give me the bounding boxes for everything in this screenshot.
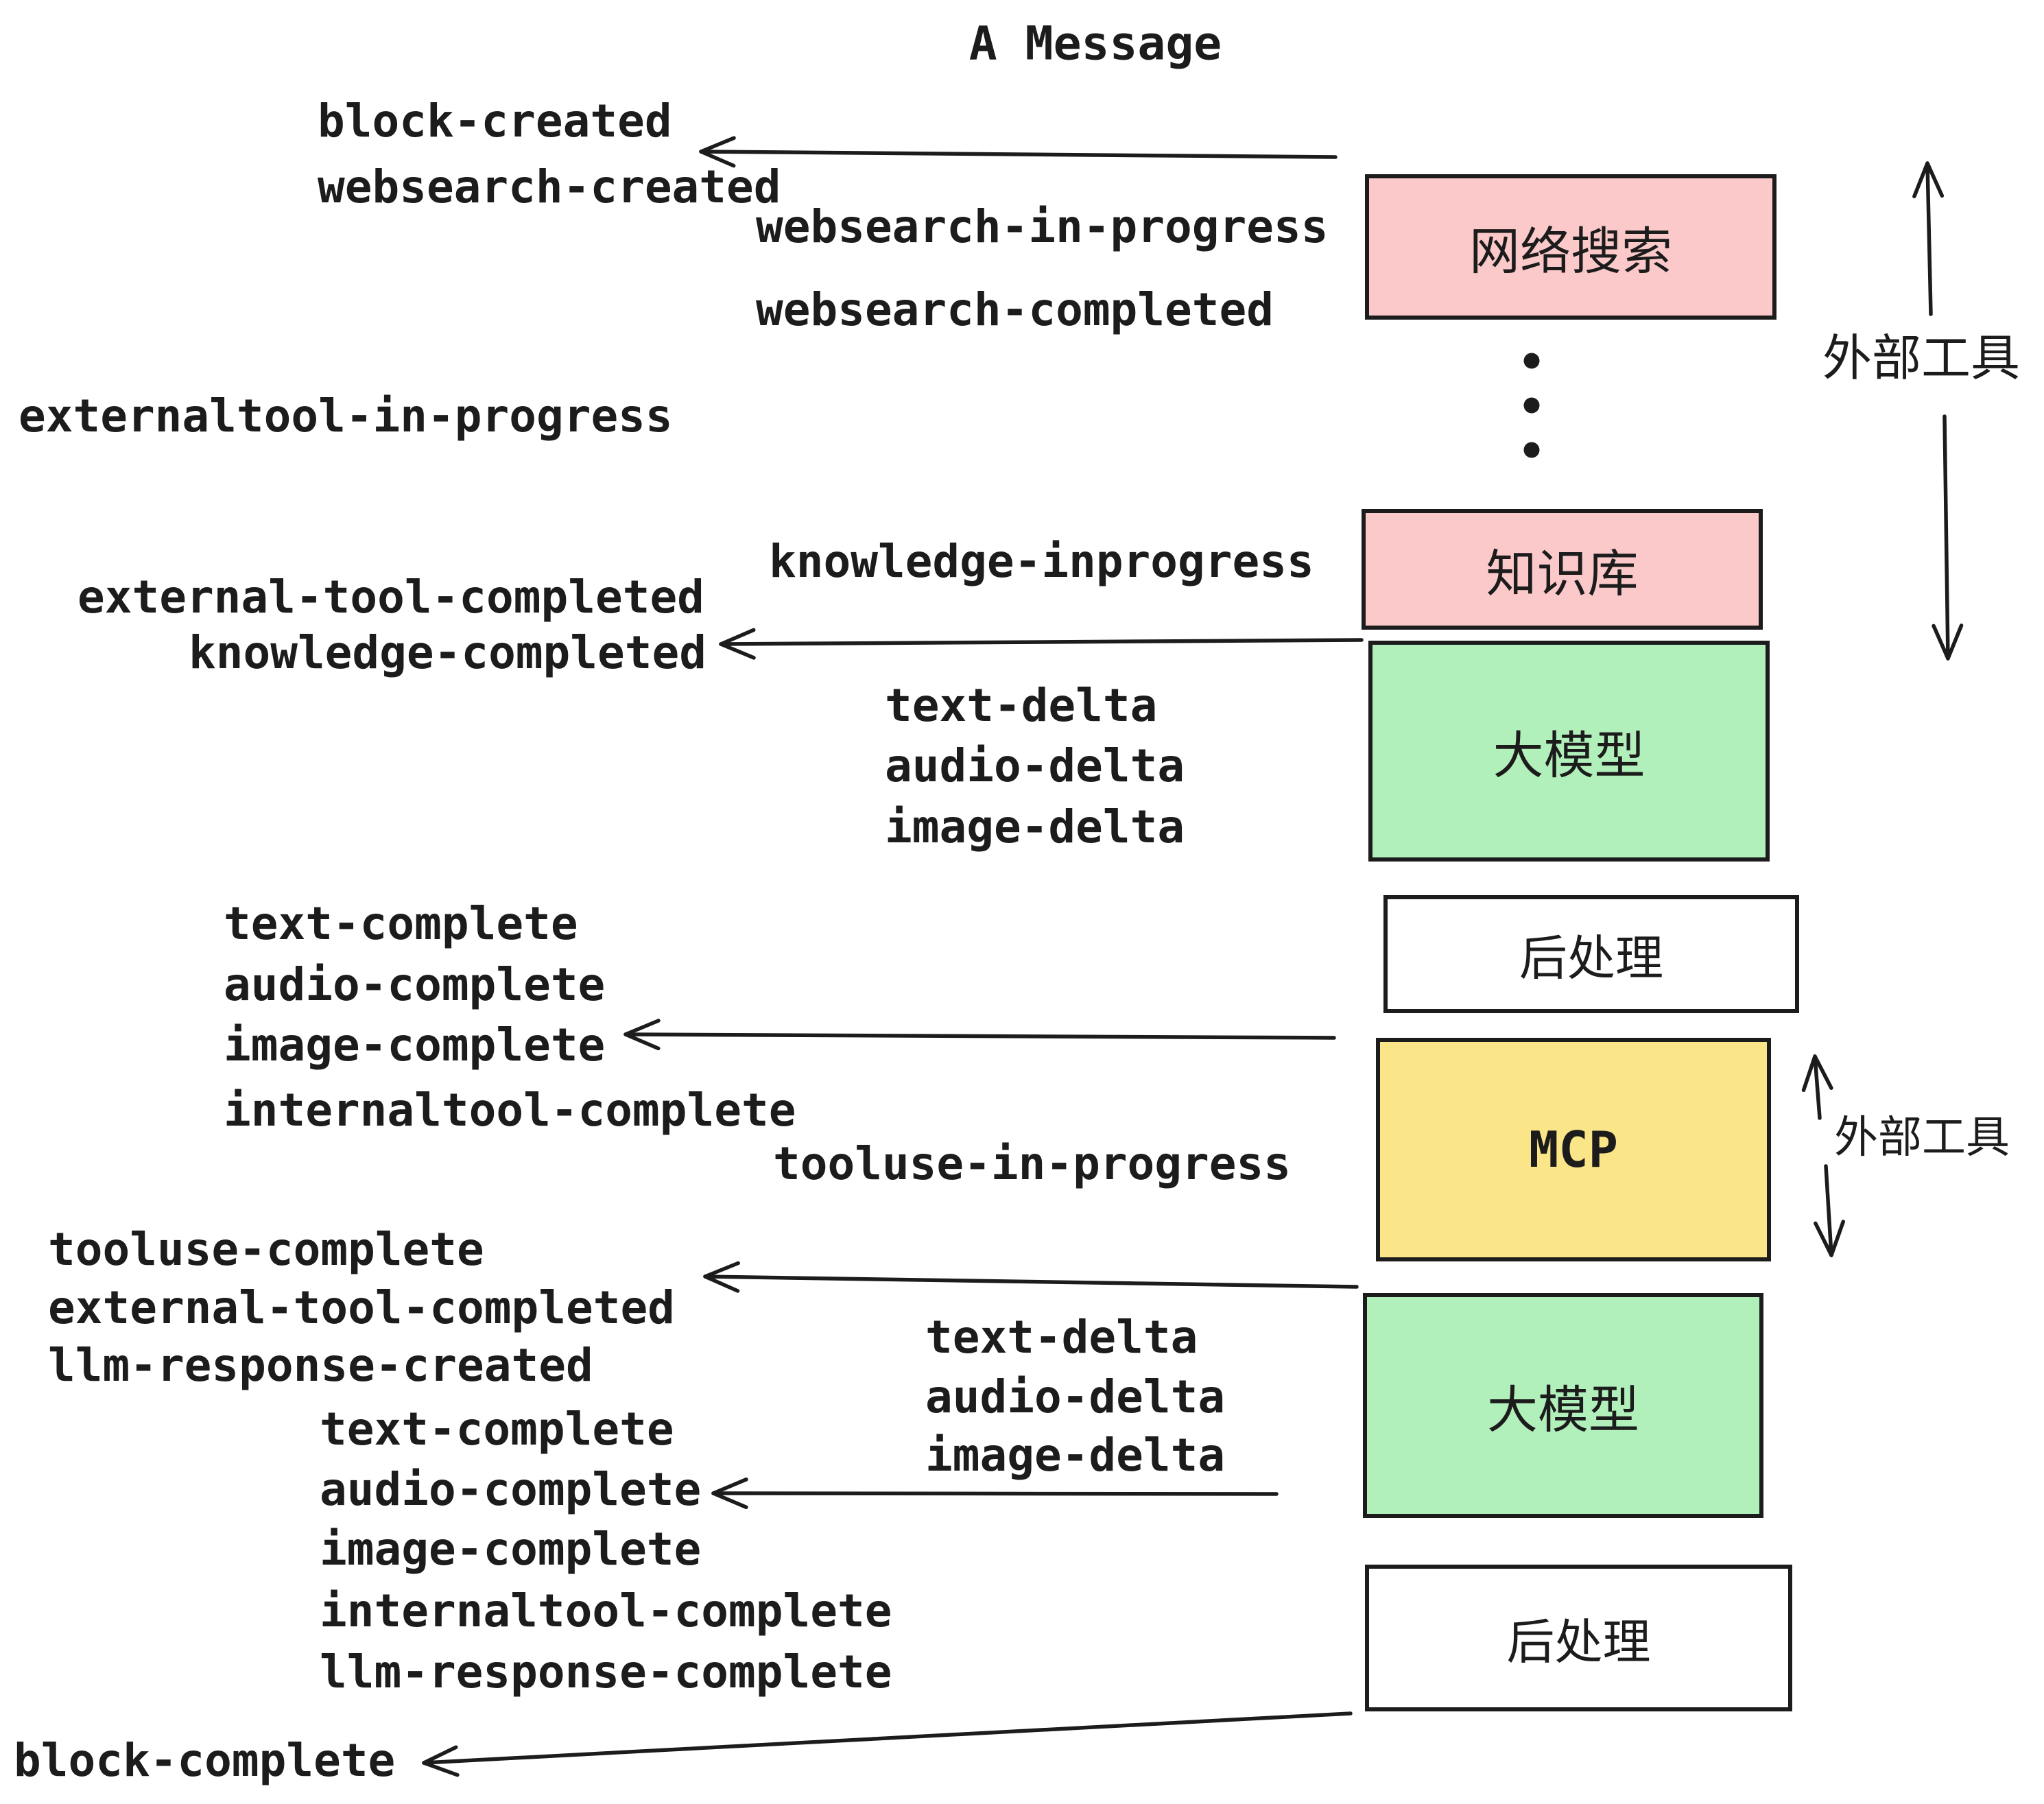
event-label-text-complete-1: text-complete [224, 897, 578, 950]
arrow-external-tools-2-down-shaft [1824, 1164, 1833, 1257]
arrow-knowledge-completed-head [719, 628, 756, 646]
event-label-audio-delta-1: audio-delta [885, 739, 1185, 792]
box-label-websearch: 网络搜索 [1469, 222, 1672, 281]
arrow-block-created-head [699, 136, 736, 154]
event-label-image-delta-1: image-delta [885, 800, 1185, 853]
event-label-audio-complete-2: audio-complete [320, 1463, 702, 1516]
arrow-image-complete-shaft [623, 1032, 1336, 1040]
arrow-external-tools-1-down-shaft [1942, 414, 1950, 661]
arrow-block-complete-head [422, 1745, 458, 1765]
box-mcp: MCP [1376, 1038, 1771, 1261]
arrow-block-created-shaft [699, 150, 1338, 159]
arrow-image-complete-head [623, 1019, 661, 1036]
box-postprocess-1: 后处理 [1383, 895, 1799, 1013]
side-label-external-tools-2: 外部工具 [1834, 1113, 2010, 1163]
event-label-image-complete-1: image-complete [224, 1019, 606, 1071]
box-label-llm-1: 大模型 [1493, 726, 1645, 785]
event-label-internaltool-complete-2: internaltool-complete [320, 1585, 892, 1637]
box-label-postprocess-2: 后处理 [1506, 1613, 1651, 1670]
arrow-external-tools-1-down-head [1932, 624, 1950, 661]
ellipsis-dot [1523, 353, 1540, 369]
arrow-external-tools-1-down-head [1946, 624, 1964, 661]
event-label-audio-complete-1: audio-complete [224, 958, 606, 1011]
arrow-external-tools-1-up-shaft [1925, 161, 1933, 316]
event-label-tooluse-in-progress: tooluse-in-progress [773, 1137, 1291, 1190]
event-label-audio-delta-2: audio-delta [925, 1370, 1226, 1423]
arrow-tooluse-complete-head [703, 1261, 740, 1279]
arrow-external-tools-2-up-shaft [1813, 1054, 1822, 1120]
arrow-block-complete-head [422, 1761, 460, 1777]
arrow-external-tools-1-up-head [1925, 161, 1945, 198]
side-label-external-tools-1: 外部工具 [1822, 329, 2021, 387]
event-label-llm-response-created: llm-response-created [48, 1339, 593, 1392]
event-label-llm-response-complete: llm-response-complete [320, 1646, 892, 1698]
event-label-externaltool-in-progress: externaltool-in-progress [19, 390, 673, 442]
box-label-knowledge: 知识库 [1486, 544, 1639, 604]
event-label-text-delta-2: text-delta [925, 1311, 1198, 1364]
box-llm-1: 大模型 [1368, 641, 1770, 862]
event-label-websearch-completed: websearch-completed [756, 283, 1274, 336]
arrow-knowledge-completed-shaft [719, 638, 1364, 646]
box-label-llm-2: 大模型 [1487, 1380, 1639, 1440]
event-label-external-tool-completed-1: external-tool-completed [78, 571, 704, 624]
event-label-internaltool-complete-1: internaltool-complete [224, 1084, 796, 1137]
event-label-image-complete-2: image-complete [320, 1523, 702, 1576]
page-title: A Message [968, 16, 1222, 71]
event-label-tooluse-complete: tooluse-complete [48, 1223, 484, 1276]
arrow-external-tools-2-up-head [1801, 1054, 1817, 1093]
box-websearch: 网络搜索 [1365, 174, 1776, 320]
event-label-block-complete: block-complete [14, 1734, 396, 1787]
arrow-tooluse-complete-head [703, 1274, 740, 1293]
event-label-knowledge-inprogress: knowledge-inprogress [769, 535, 1314, 588]
arrow-block-complete-shaft [422, 1711, 1353, 1765]
event-label-text-complete-2: text-complete [320, 1403, 674, 1456]
box-label-mcp: MCP [1528, 1121, 1619, 1178]
arrow-external-tools-1-up-head [1912, 161, 1929, 199]
ellipsis-dot [1523, 442, 1540, 458]
event-label-external-tool-completed-2: external-tool-completed [48, 1281, 675, 1334]
arrow-audio-complete-head [711, 1477, 748, 1495]
event-label-text-delta-1: text-delta [885, 679, 1158, 732]
event-label-knowledge-completed: knowledge-completed [189, 626, 706, 679]
arrow-audio-complete-shaft [711, 1491, 1279, 1496]
arrow-external-tools-2-up-head [1813, 1054, 1833, 1090]
event-label-image-delta-2: image-delta [925, 1429, 1226, 1482]
arrow-tooluse-complete-shaft [703, 1274, 1359, 1289]
event-label-websearch-in-progress: websearch-in-progress [756, 200, 1329, 253]
box-knowledge: 知识库 [1362, 509, 1763, 630]
event-label-block-created: block-created [318, 95, 672, 147]
arrow-block-created-head [699, 150, 736, 168]
arrow-external-tools-2-down-head [1814, 1221, 1833, 1257]
arrow-audio-complete-head [711, 1491, 748, 1510]
arrow-knowledge-completed-head [719, 642, 756, 660]
arrow-image-complete-head [623, 1032, 661, 1051]
box-label-postprocess-1: 后处理 [1519, 929, 1663, 986]
ellipsis-dot [1523, 397, 1540, 414]
event-label-websearch-created: websearch-created [318, 161, 781, 213]
box-postprocess-2: 后处理 [1365, 1565, 1792, 1711]
box-llm-2: 大模型 [1363, 1293, 1763, 1518]
arrow-external-tools-2-down-head [1829, 1220, 1846, 1257]
